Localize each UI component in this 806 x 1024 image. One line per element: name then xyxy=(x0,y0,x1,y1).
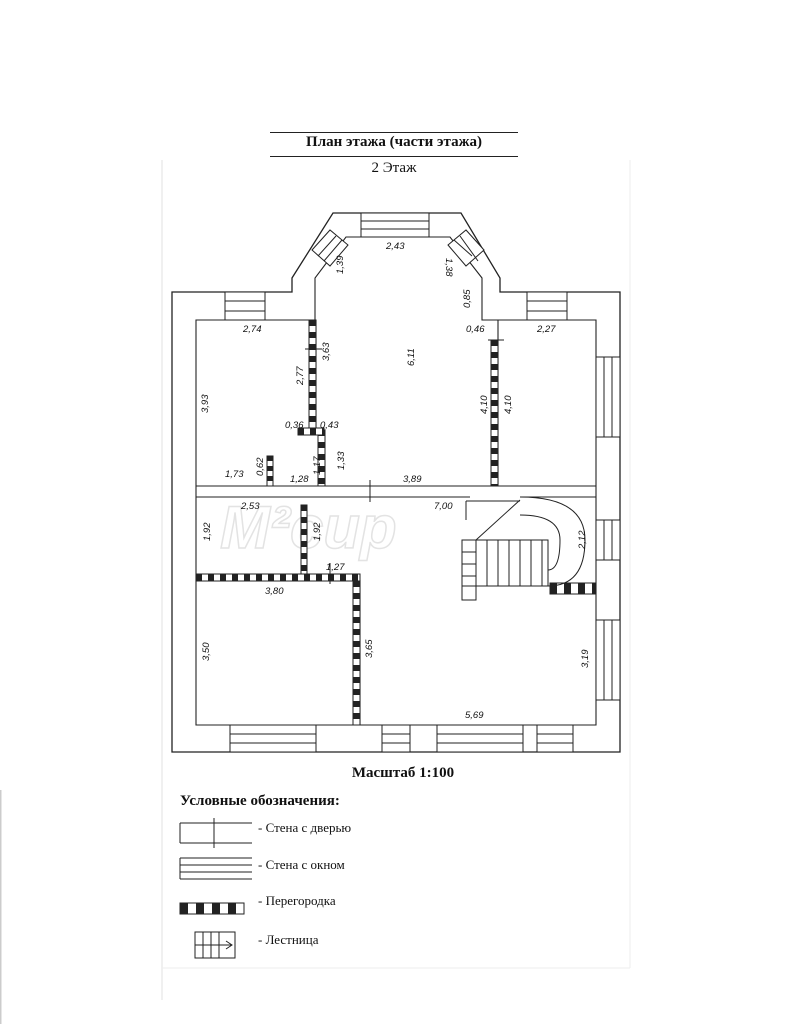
window-bottom-right xyxy=(536,724,574,753)
scale-label: Масштаб 1:100 xyxy=(351,765,455,781)
window-bottom-center xyxy=(381,724,411,753)
dim-2-53: 2,53 xyxy=(240,501,260,512)
dim-1-39: 1,39 xyxy=(335,255,346,274)
dim-3-93: 3,93 xyxy=(200,394,211,413)
dim-1-33: 1,33 xyxy=(336,451,347,470)
dim-1-92-right: 1,92 xyxy=(312,522,323,541)
dim-1-27: 1,27 xyxy=(326,562,345,573)
dim-3-80: 3,80 xyxy=(265,586,284,597)
dim-0-43: 0,43 xyxy=(320,420,339,431)
dim-4-10-right: 4,10 xyxy=(503,395,514,414)
dim-3-50: 3,50 xyxy=(201,642,212,661)
dim-3-19: 3,19 xyxy=(580,649,591,668)
watermark-text: M²cup xyxy=(220,494,397,561)
dim-1-17: 1,17 xyxy=(312,456,323,475)
dim-3-89: 3,89 xyxy=(403,474,422,485)
dim-3-65: 3,65 xyxy=(364,639,375,658)
window-right-lower xyxy=(595,619,621,701)
legend-label-window-wall: - Стена с окном xyxy=(258,857,345,872)
dim-2-27: 2,27 xyxy=(536,324,556,335)
dim-0-85: 0,85 xyxy=(462,289,473,308)
legend-label-staircase: - Лестница xyxy=(258,932,319,947)
window-right-middle xyxy=(595,519,621,561)
dim-3-63: 3,63 xyxy=(321,342,332,361)
dim-2-12: 2,12 xyxy=(577,530,588,550)
dim-4-10-left: 4,10 xyxy=(479,395,490,414)
dim-0-62: 0,62 xyxy=(255,457,266,476)
window-bay-right xyxy=(447,229,485,267)
window-top-right xyxy=(526,291,568,321)
title-rule-bottom xyxy=(270,156,518,157)
dim-2-74: 2,74 xyxy=(242,324,262,335)
floor-label: 2 Этаж xyxy=(371,160,417,176)
legend-title: Условные обозначения: xyxy=(180,793,340,809)
door-marks xyxy=(305,339,504,584)
dim-0-36: 0,36 xyxy=(285,420,304,431)
partition-walls xyxy=(195,319,597,726)
staircase xyxy=(461,496,586,601)
dim-1-28: 1,28 xyxy=(290,474,309,485)
dim-1-92-left: 1,92 xyxy=(202,522,213,541)
legend-label-door-wall: - Стена с дверью xyxy=(258,820,352,835)
dim-1-38: 1,38 xyxy=(443,258,454,277)
legend-label-partition: - Перегородка xyxy=(258,893,336,908)
dim-0-46: 0,46 xyxy=(466,324,485,335)
window-bottom-center-wide xyxy=(436,724,524,753)
window-top-left xyxy=(224,291,266,321)
plan-title: План этажа (части этажа) xyxy=(306,134,482,150)
window-bottom-left xyxy=(229,724,317,753)
dim-2-77: 2,77 xyxy=(295,366,306,386)
dim-7-00: 7,00 xyxy=(434,501,453,512)
dim-2-43: 2,43 xyxy=(385,241,405,252)
dim-5-69: 5,69 xyxy=(465,710,484,721)
window-top-bay xyxy=(360,212,430,238)
dim-6-11: 6,11 xyxy=(406,348,417,366)
title-rule-top xyxy=(270,132,518,133)
dim-1-73: 1,73 xyxy=(225,469,244,480)
window-bay-left xyxy=(311,229,349,267)
window-right-upper xyxy=(595,356,621,438)
